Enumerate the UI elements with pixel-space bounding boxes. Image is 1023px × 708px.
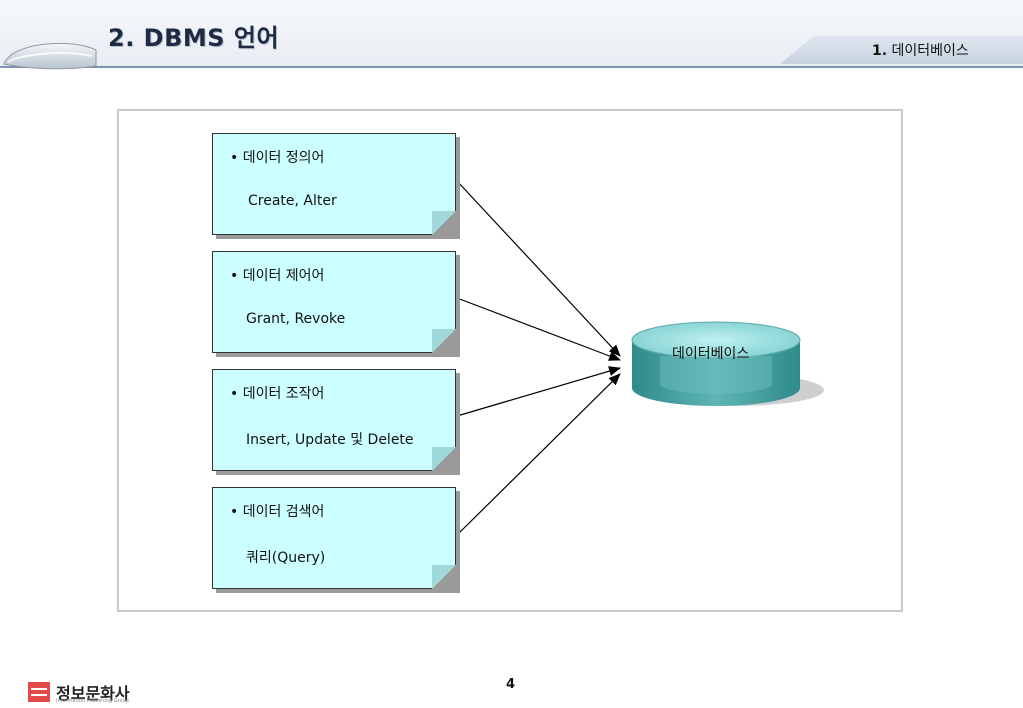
arrow-control	[456, 297, 621, 361]
page-number: 4	[506, 677, 516, 692]
folded-corner	[432, 211, 456, 235]
arrow-group	[456, 180, 621, 536]
database-cylinder	[631, 321, 824, 406]
box-heading: • 데이터 정의어	[230, 150, 325, 166]
box-data-manipulation-language: • 데이터 조작어 Insert, Update 및 Delete	[212, 369, 456, 471]
box-commands: Insert, Update 및 Delete	[246, 432, 414, 448]
box-heading: • 데이터 조작어	[230, 386, 325, 402]
page-title: 2. DBMS 언어	[108, 24, 280, 52]
slide-header: 2. DBMS 언어 1. 데이터베이스	[0, 0, 1023, 70]
box-commands: Grant, Revoke	[246, 311, 346, 327]
box-commands: 쿼리(Query)	[246, 550, 326, 566]
section-label: 1. 데이터베이스	[872, 40, 969, 60]
publisher-logo-icon	[28, 682, 50, 702]
arrow-manipulation	[456, 366, 621, 417]
box-commands: Create, Alter	[248, 193, 337, 209]
section-number: 1.	[872, 43, 888, 59]
box-heading: • 데이터 제어어	[230, 268, 325, 284]
box-data-definition-language: • 데이터 정의어 Create, Alter	[212, 133, 456, 235]
folded-corner	[432, 565, 456, 589]
database-label: 데이터베이스	[672, 346, 750, 362]
box-heading: • 데이터 검색어	[230, 504, 325, 520]
arrow-query	[456, 373, 621, 536]
folded-corner	[432, 329, 456, 353]
arrow-definition	[456, 180, 621, 357]
box-data-control-language: • 데이터 제어어 Grant, Revoke	[212, 251, 456, 353]
folded-corner	[432, 447, 456, 471]
box-data-query-language: • 데이터 검색어 쿼리(Query)	[212, 487, 456, 589]
section-title: 데이터베이스	[891, 43, 969, 59]
section-tab	[780, 36, 1023, 64]
publisher-logo-text: 정보문화사	[56, 684, 130, 703]
mouse-icon	[3, 42, 97, 70]
publisher-logo-subtext: Information Publishing Group	[56, 698, 129, 704]
